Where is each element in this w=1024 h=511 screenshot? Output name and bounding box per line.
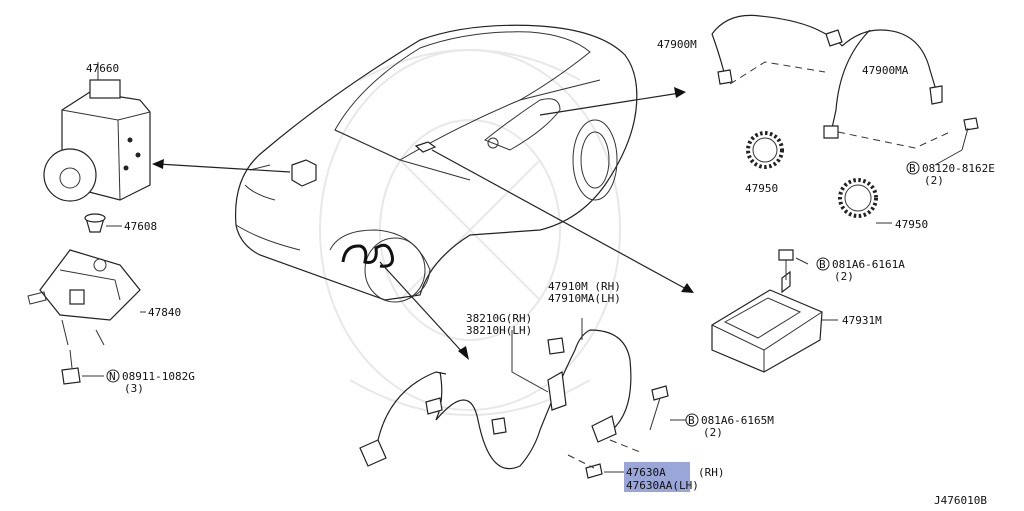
label-38210G: 38210G(RH): [466, 312, 532, 325]
leader-arrows: [152, 87, 694, 360]
b-mark-circle-1: [906, 161, 920, 175]
label-081A6-6161A-code: 081A6-6161A: [832, 258, 905, 271]
label-47910M: 47910M (RH): [548, 280, 621, 293]
bolt-08911: [61, 349, 104, 385]
tone-ring-47950-b: [838, 178, 892, 224]
label-08911-code: 08911-1082G: [122, 370, 195, 383]
b-mark-2: B: [819, 258, 826, 271]
car-module-yaw: [414, 141, 437, 153]
yaw-rate-sensor-47931M: [711, 249, 838, 373]
grommet-47608: [84, 213, 122, 233]
rear-sensor-harness: [359, 318, 686, 479]
abs-actuator-47660: [43, 62, 151, 202]
n-mark: N: [109, 370, 116, 383]
label-47950-b: 47950: [895, 218, 928, 231]
label-08120-qty: (2): [924, 174, 944, 187]
label-081A6-6161A-qty: (2): [834, 270, 854, 283]
label-38210H: 38210H(LH): [466, 324, 532, 337]
reference-code: J476010B: [934, 494, 987, 507]
bolt-08120: [934, 117, 979, 166]
label-47900MA: 47900MA: [862, 64, 909, 77]
car-outline: [234, 24, 638, 303]
highlight-47630: [624, 462, 690, 492]
label-47900M: 47900M: [657, 38, 697, 51]
label-47630A-side: (RH): [698, 466, 725, 479]
label-081A6-6165M-qty: (2): [703, 426, 723, 439]
callout-labels: 47660 47608 47840 N 08911-1082G (3) 4790…: [86, 38, 995, 507]
label-08120-code: 08120-8162E: [922, 162, 995, 175]
label-47630A-code: 47630A: [626, 466, 666, 479]
label-47630AA: 47630AA(LH): [626, 479, 699, 492]
label-081A6-6165M-code: 081A6-6165M: [701, 414, 774, 427]
front-sensor-harness: [711, 14, 951, 149]
label-47950-a: 47950: [745, 182, 778, 195]
label-47910MA: 47910MA(LH): [548, 292, 621, 305]
label-47931M: 47931M: [842, 314, 882, 327]
label-47840: 47840: [148, 306, 181, 319]
label-08911-qty: (3): [124, 382, 144, 395]
b-mark-3: B: [688, 414, 695, 427]
label-47608: 47608: [124, 220, 157, 233]
bracket-47840: [27, 249, 146, 346]
n-mark-circle: [106, 369, 120, 383]
b-mark-1: B: [909, 162, 916, 175]
car-module-abs: [291, 159, 317, 187]
watermark-emblem: [319, 49, 621, 416]
b-mark-circle-2: [816, 257, 830, 271]
b-mark-circle-3: [685, 413, 699, 427]
tone-ring-47950-a: [746, 131, 784, 169]
car-harness: [341, 243, 394, 268]
label-47660: 47660: [86, 62, 119, 75]
